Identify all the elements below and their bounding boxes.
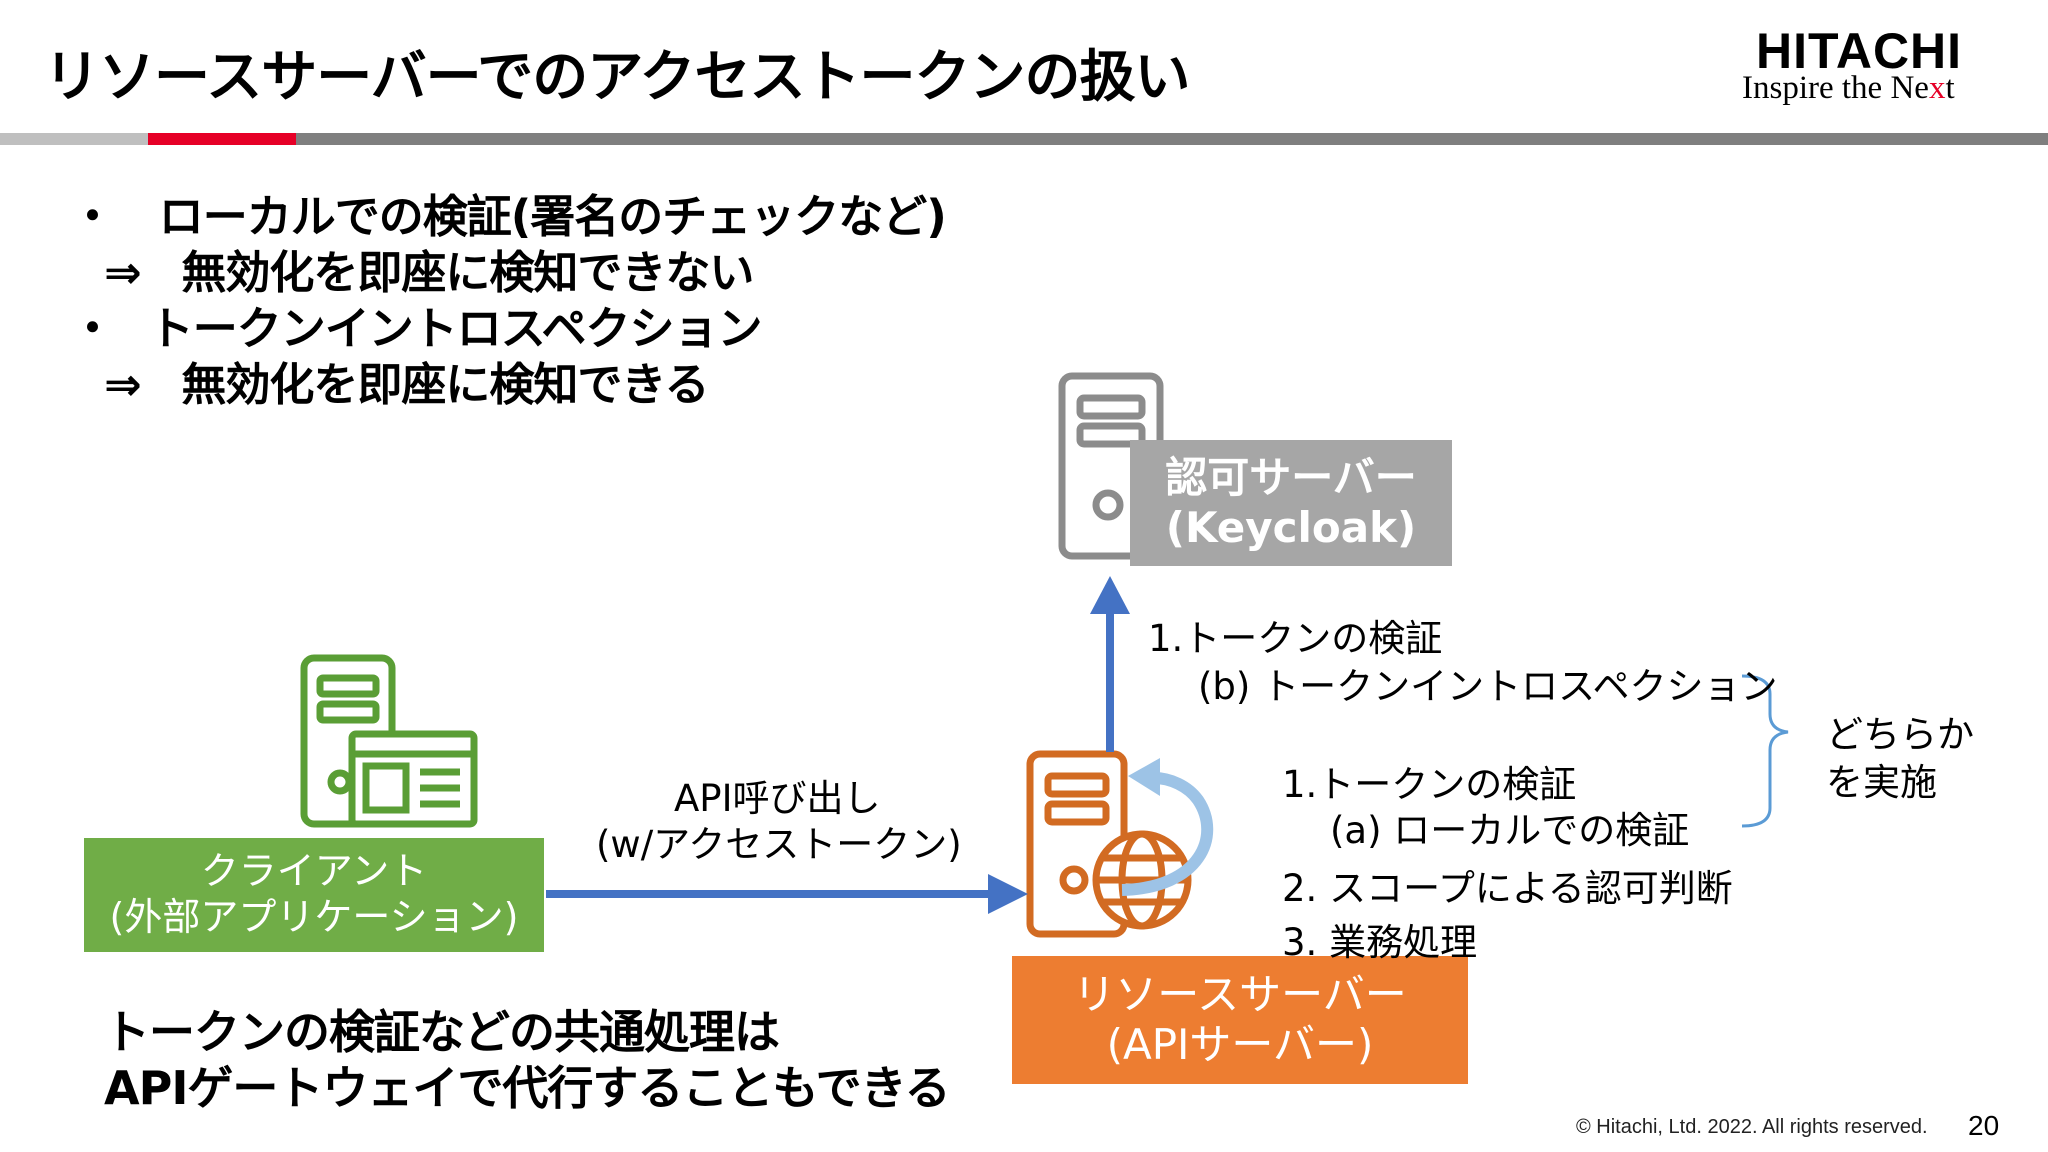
bullet-text: トークンイントロスペクション — [148, 302, 763, 355]
step1a-title: 1.トークンの検証 — [1282, 763, 1577, 806]
api-call-arrow — [546, 874, 1028, 914]
page-number: 20 — [1968, 1110, 2000, 1141]
either-label-line2: を実施 — [1826, 761, 1937, 804]
header-rule-accent — [148, 133, 296, 145]
logo-tagline: Inspire the Next — [1742, 70, 1955, 107]
client-description: (外部アプリケーション) — [109, 895, 519, 939]
step1b-detail: (b) トークンイントロスペクション — [1198, 665, 1778, 708]
resource-server-icon — [1026, 750, 1192, 938]
bullet-1: ・ ローカルでの検証(署名のチェックなど) — [70, 180, 947, 245]
either-brace — [1741, 674, 1789, 828]
resource-server-label: リソースサーバー (APIサーバー) — [1012, 956, 1468, 1084]
auth-server-label: 認可サーバー (Keycloak) — [1130, 440, 1452, 566]
step1a-detail: (a) ローカルでの検証 — [1330, 809, 1690, 852]
page-title: リソースサーバーでのアクセストークンの扱い — [44, 45, 1190, 110]
bullet-result-text: 無効化を即座に検知できない — [181, 246, 754, 299]
bullet-1-result: ⇒ 無効化を即座に検知できない — [104, 236, 754, 301]
step1b-title: 1.トークンの検証 — [1148, 617, 1443, 660]
header-rule — [0, 133, 2048, 145]
logo-tagline-x: x — [1928, 70, 1946, 106]
client-app-icon — [300, 654, 478, 828]
logo-tagline-prefix: Inspire the Ne — [1742, 70, 1929, 106]
bullet-marker: ・ — [70, 302, 115, 355]
resource-server-description: (APIサーバー) — [1106, 1020, 1374, 1069]
copyright: © Hitachi, Ltd. 2022. All rights reserve… — [1576, 1116, 1928, 1138]
bullet-2: ・ トークンイントロスペクション — [70, 292, 763, 357]
introspection-arrow — [1090, 576, 1130, 752]
bullet-text: ローカルでの検証(署名のチェックなど) — [158, 190, 947, 243]
step2-scope-authorization: 2. スコープによる認可判断 — [1282, 867, 1733, 910]
bullet-2-result: ⇒ 無効化を即座に検知できる — [104, 348, 710, 413]
implies-arrow: ⇒ — [104, 246, 142, 299]
logo-tagline-suffix: t — [1945, 70, 1955, 106]
api-call-label-line2: (w/アクセストークン) — [596, 823, 962, 866]
resource-server-name: リソースサーバー — [1073, 969, 1407, 1019]
step3-business-processing: 3. 業務処理 — [1282, 921, 1478, 964]
implies-arrow: ⇒ — [104, 358, 142, 411]
client-label: クライアント (外部アプリケーション) — [84, 838, 544, 952]
api-call-label-line1: API呼び出し — [674, 777, 881, 820]
auth-server-name: 認可サーバー — [1165, 452, 1417, 502]
client-name: クライアント — [200, 849, 428, 894]
either-label-line1: どちらか — [1826, 713, 1974, 756]
local-verification-loop-arrow — [1121, 758, 1214, 896]
auth-server-product: (Keycloak) — [1165, 503, 1417, 552]
gateway-note-line1: トークンの検証などの共通処理は — [104, 1005, 780, 1059]
bullet-marker: ・ — [70, 190, 115, 243]
bullet-result-text: 無効化を即座に検知できる — [181, 358, 709, 411]
header-rule-light-segment — [0, 133, 148, 145]
gateway-note-line2: APIゲートウェイで代行することもできる — [104, 1061, 951, 1115]
hitachi-logo: HITACHI — [1756, 23, 1963, 79]
